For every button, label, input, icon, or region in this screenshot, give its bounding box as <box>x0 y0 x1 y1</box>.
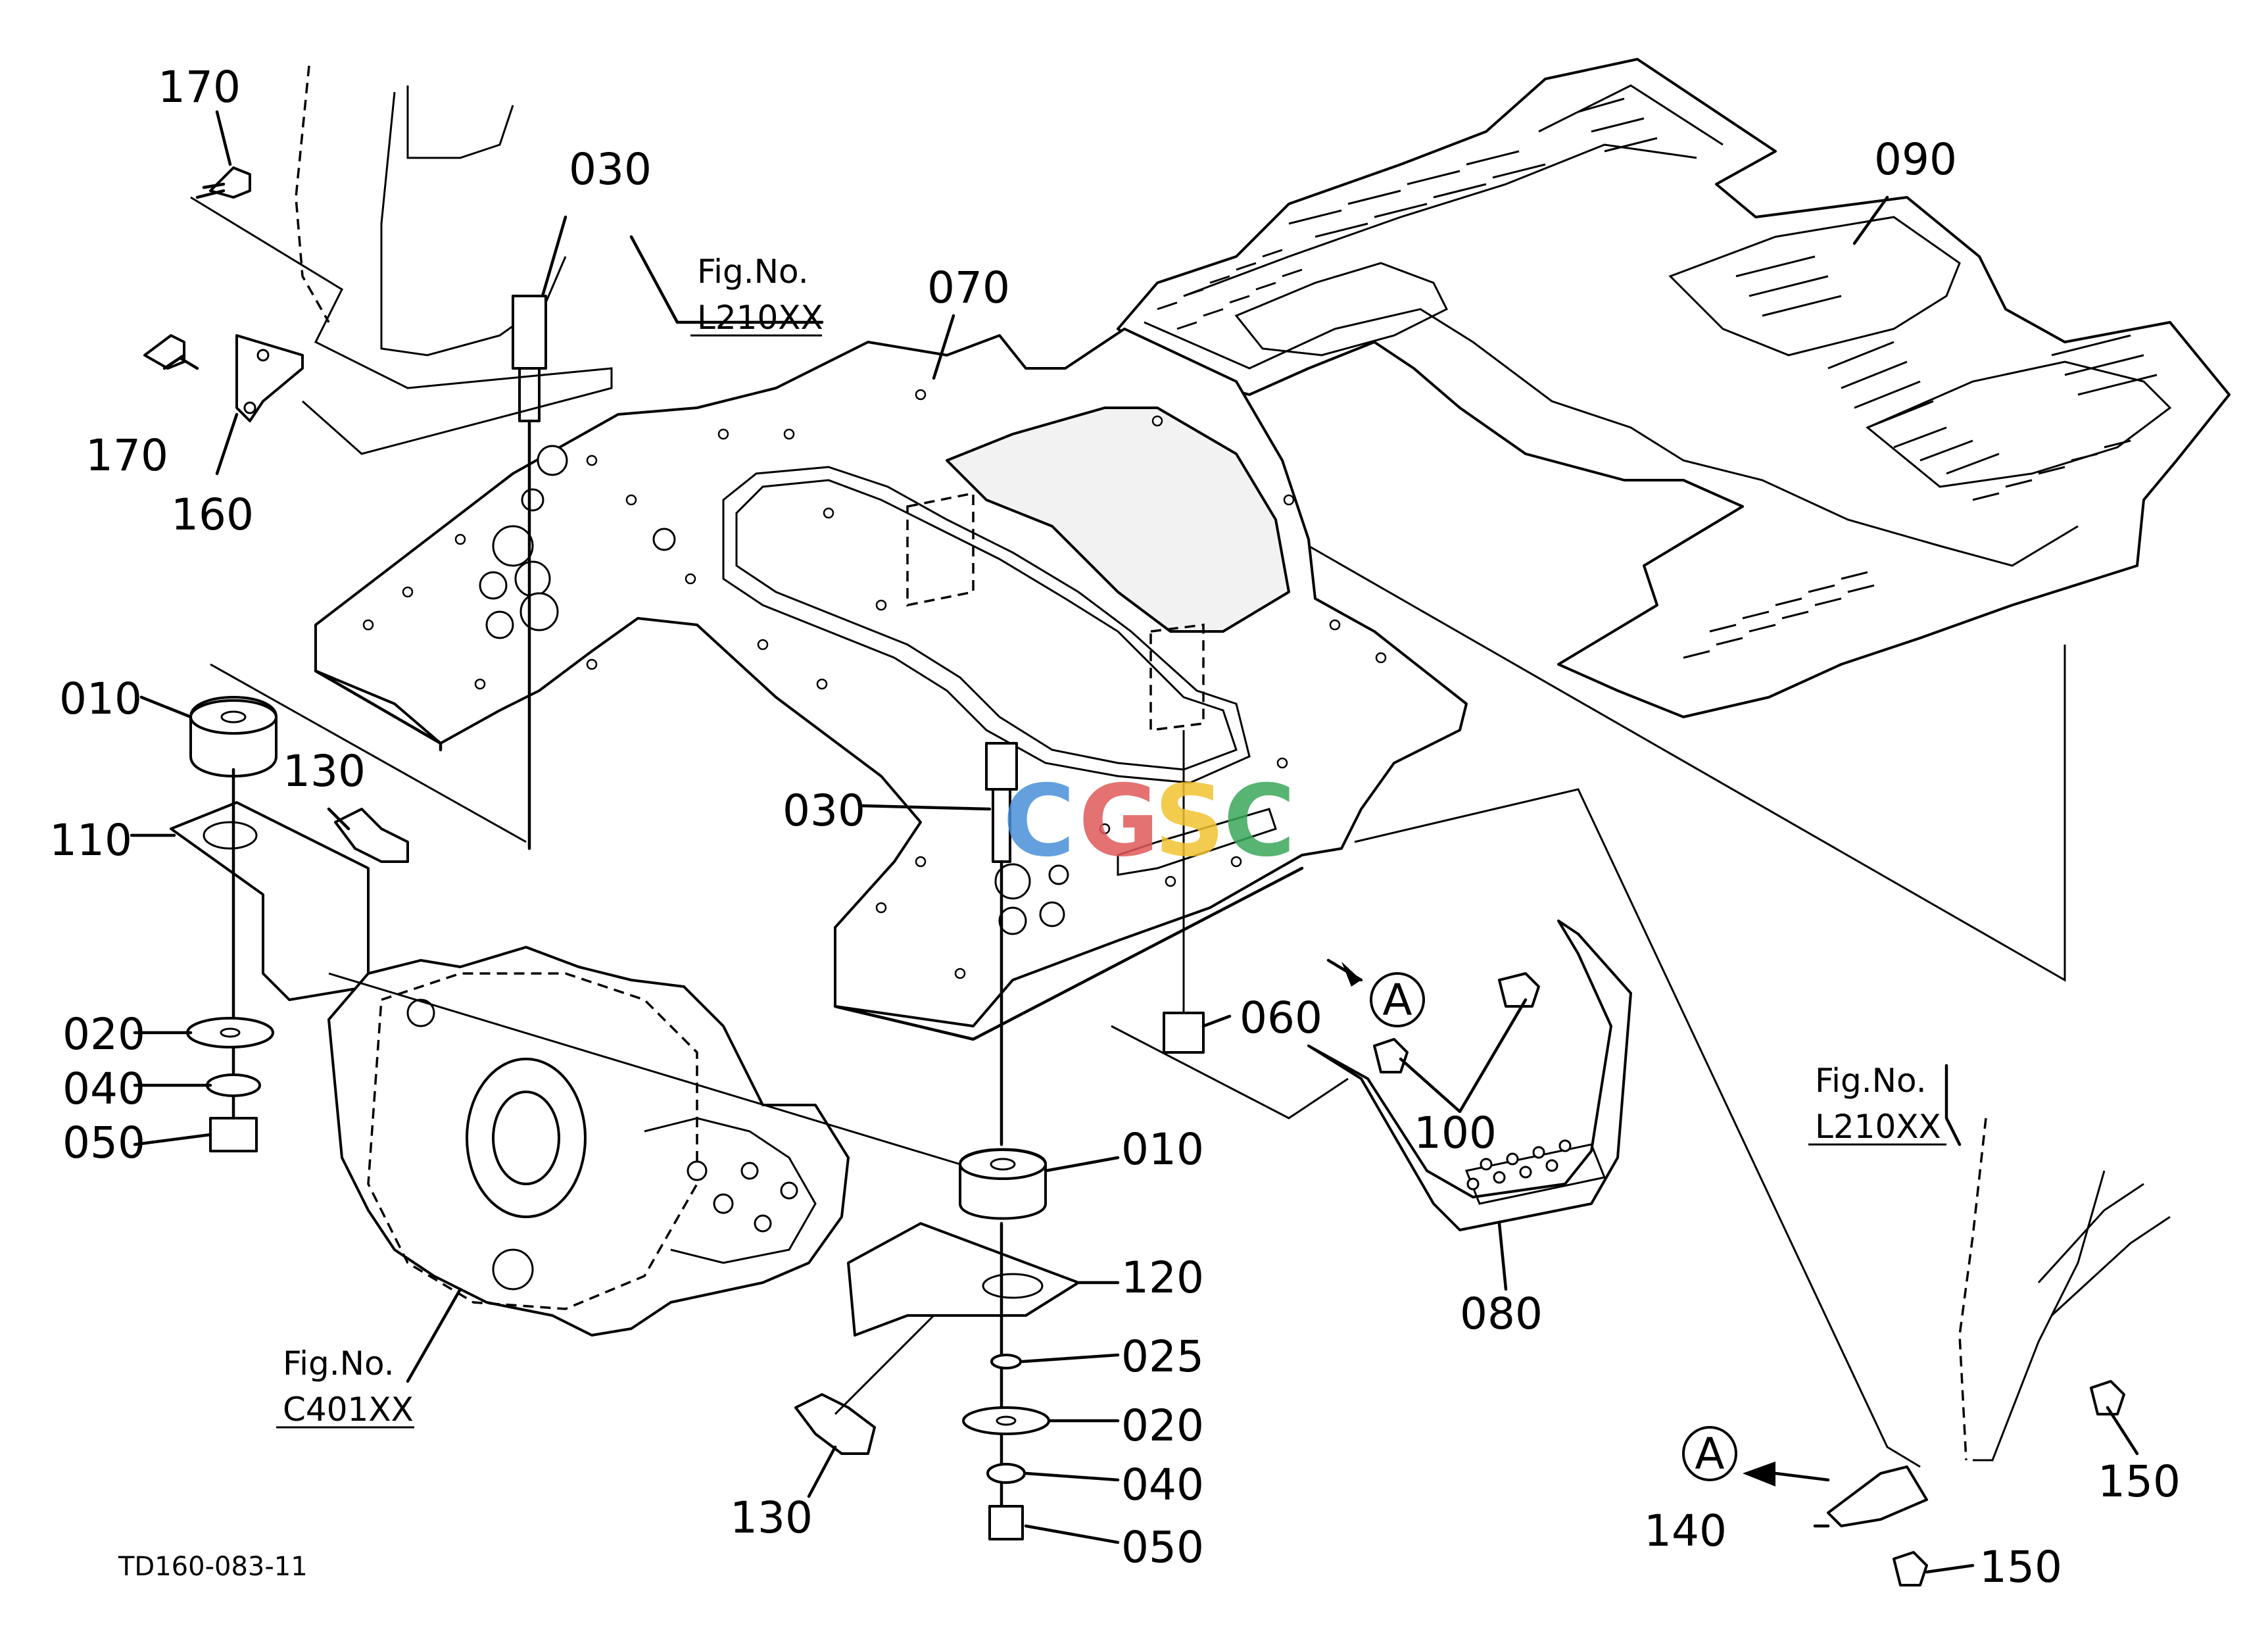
bolt-130-lower <box>794 1393 876 1455</box>
bolt-150-upper <box>2090 1380 2125 1415</box>
part-label-140: 140 <box>1644 1506 1727 1556</box>
part-label-060: 060 <box>1240 993 1322 1043</box>
callout-letter-a-2: A <box>1695 1429 1724 1479</box>
part-label-130-lower: 130 <box>730 1492 813 1543</box>
part-label-040-left: 040 <box>62 1064 145 1114</box>
part-label-170-top: 170 <box>158 62 241 112</box>
fender-reference-bottom <box>1958 1118 2171 1462</box>
part-label-020-lower: 020 <box>1121 1400 1204 1451</box>
watermark-letter-s: S <box>1154 764 1225 879</box>
mount-stack-left <box>170 696 370 1152</box>
part-label-010-lower: 010 <box>1121 1124 1204 1175</box>
part-label-090: 090 <box>1874 134 1957 185</box>
figure-ref-1-line2: L210XX <box>697 299 823 337</box>
watermark-letter-c2: C <box>1223 764 1295 879</box>
figure-ref-3-line1: Fig.No. <box>283 1344 395 1383</box>
part-label-160: 160 <box>171 489 254 540</box>
figure-ref-c401xx: Fig.No. C401XX <box>276 1344 414 1429</box>
bracket-160 <box>235 334 304 422</box>
watermark-letter-c1: C <box>1003 764 1075 879</box>
callout-a-step: A <box>1370 972 1425 1027</box>
part-label-150-upper: 150 <box>2098 1456 2181 1507</box>
figure-ref-1-line1: Fig.No. <box>697 253 809 291</box>
watermark: C G S C <box>1003 764 1295 879</box>
floor-mat-090 <box>1117 58 2231 718</box>
floor-plate-070 <box>314 328 1468 1041</box>
part-label-025: 025 <box>1121 1331 1204 1382</box>
bolt-150-lower <box>1893 1551 1928 1586</box>
part-label-040-lower: 040 <box>1121 1460 1204 1510</box>
part-label-130-left: 130 <box>283 746 366 797</box>
figure-ref-l210xx-bottom: Fig.No. L210XX <box>1808 1062 1946 1146</box>
callout-a-bracket: A <box>1682 1426 1737 1481</box>
bolt-100-a <box>1373 1038 1409 1073</box>
figure-ref-l210xx-top: Fig.No. L210XX <box>690 253 823 337</box>
bracket-140 <box>1827 1465 1928 1527</box>
figure-ref-3-line2: C401XX <box>283 1390 414 1429</box>
bolt-030-lower <box>985 742 1018 1146</box>
part-label-170-left: 170 <box>85 430 168 481</box>
grommet-060 <box>1163 730 1205 1054</box>
diagram-code: TD160-083-11 <box>118 1552 308 1582</box>
bolt-130-left <box>334 808 409 863</box>
part-label-080: 080 <box>1460 1289 1543 1339</box>
part-label-030-upper: 030 <box>569 144 652 195</box>
part-labels: 170 170 160 030 070 090 010 130 110 020 … <box>49 62 2181 1592</box>
mount-stack-center <box>847 1148 1080 1540</box>
part-label-150-lower: 150 <box>1979 1542 2062 1592</box>
watermark-letter-g: G <box>1078 764 1159 879</box>
part-label-120: 120 <box>1121 1252 1204 1303</box>
callout-letter-a-1: A <box>1382 975 1412 1025</box>
part-label-110: 110 <box>49 815 132 866</box>
bolt-170-top <box>195 166 251 199</box>
figure-ref-2-line2: L210XX <box>1815 1108 1941 1146</box>
step-080 <box>1307 920 1632 1231</box>
part-label-020-left: 020 <box>62 1009 145 1060</box>
figure-ref-2-line1: Fig.No. <box>1815 1062 1927 1100</box>
part-label-050-left: 050 <box>62 1118 145 1168</box>
transmission-housing <box>327 946 850 1337</box>
leader-lines <box>130 110 2139 1574</box>
part-label-010-left: 010 <box>59 674 142 724</box>
bolt-100-b <box>1498 972 1540 1008</box>
part-label-050-lower: 050 <box>1121 1522 1204 1573</box>
part-label-100: 100 <box>1414 1108 1497 1158</box>
callout-arrows <box>1326 958 1830 1487</box>
part-label-070: 070 <box>927 262 1010 313</box>
part-label-030-lower: 030 <box>783 785 865 836</box>
